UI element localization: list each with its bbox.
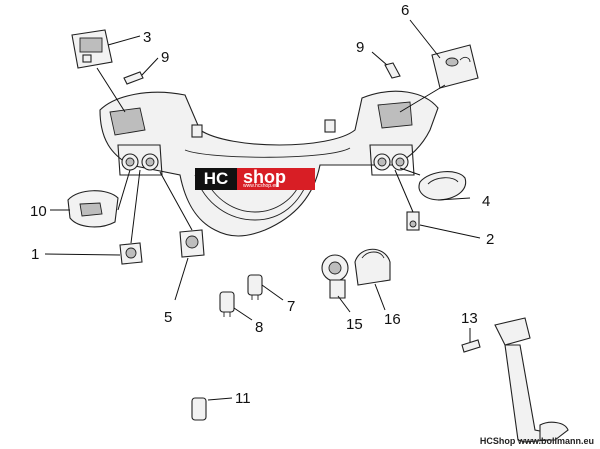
label-3: 3 xyxy=(143,29,151,46)
watermark-shop: shop xyxy=(237,168,315,190)
part-6-switch xyxy=(431,44,479,89)
label-9-left: 9 xyxy=(161,49,169,66)
leader-lines xyxy=(44,19,481,401)
footer-credit: HCShop www.bollmann.eu xyxy=(479,436,594,446)
part-9-bulb-left xyxy=(123,71,144,85)
handlebar-cover xyxy=(99,90,439,237)
label-9-right: 9 xyxy=(356,39,364,56)
label-7: 7 xyxy=(287,298,295,315)
label-2: 2 xyxy=(486,231,494,248)
label-15: 15 xyxy=(346,316,363,333)
part-3-switch xyxy=(71,29,113,69)
part-11-bulb xyxy=(191,397,207,421)
label-8: 8 xyxy=(255,319,263,336)
label-11: 11 xyxy=(235,390,251,407)
part-16-horn xyxy=(354,248,391,286)
watermark-url: www.hcshop.eu xyxy=(243,183,279,189)
side-stand xyxy=(494,317,569,443)
part-8-bulb xyxy=(219,291,235,317)
part-15-horn xyxy=(321,254,349,299)
part-1-socket xyxy=(119,242,143,265)
part-13-bulb xyxy=(461,339,481,353)
part-labels: 3 9 6 9 10 4 1 2 5 7 8 15 16 13 11 xyxy=(30,2,494,407)
label-10: 10 xyxy=(30,203,47,220)
label-5: 5 xyxy=(164,309,172,326)
part-9-bulb-right xyxy=(384,62,401,79)
part-4-lens xyxy=(418,171,467,201)
watermark-hc: HC xyxy=(195,168,237,190)
part-7-bulb xyxy=(247,274,263,300)
part-5-socket xyxy=(179,229,205,258)
label-16: 16 xyxy=(384,311,401,328)
part-10-switch xyxy=(67,190,119,228)
label-1: 1 xyxy=(31,246,39,263)
part-2-socket xyxy=(406,211,420,231)
label-4: 4 xyxy=(482,193,490,210)
label-13: 13 xyxy=(461,310,478,327)
hcshop-watermark: HC shop www.hcshop.eu xyxy=(195,168,315,190)
label-6: 6 xyxy=(401,2,409,19)
